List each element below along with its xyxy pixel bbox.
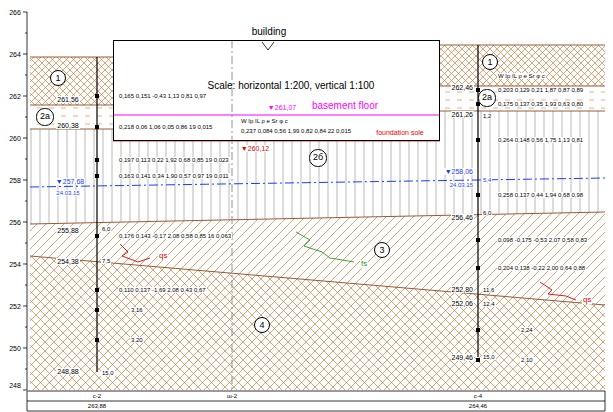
layer-number: 1 xyxy=(482,54,498,70)
axis-value: 256 xyxy=(8,219,22,226)
depth: 15,0 xyxy=(101,370,115,376)
elevation: 261,56 xyxy=(56,96,79,103)
date: 24.03.15 xyxy=(55,190,80,196)
boreholes xyxy=(95,45,480,372)
table-row: 0,203 0,129 0,21 1,87 0,87 0,89 xyxy=(497,87,584,93)
layer-number: 4 xyxy=(254,317,270,333)
layer-fill xyxy=(30,256,605,390)
elevation: 261,26 xyxy=(451,111,474,118)
axis-value: 264 xyxy=(8,51,22,58)
depth: 11,6 xyxy=(482,287,495,293)
curve-name: fs xyxy=(360,260,368,268)
layer-number-text: 3 xyxy=(379,246,384,255)
basement-floor-line xyxy=(113,115,440,116)
foundation-note: foundation sole xyxy=(375,129,424,136)
layer-fill xyxy=(30,105,113,129)
elevation: 262,46 xyxy=(451,84,474,91)
scale-note: Scale: horizontal 1:200, vertical 1:100 xyxy=(208,81,375,91)
elevation: 254,38 xyxy=(56,258,79,265)
layer-number-text: 1 xyxy=(55,74,60,83)
depth: 15,0 xyxy=(482,354,496,360)
axis-value: 262 xyxy=(8,93,22,100)
layer-number-text: 4 xyxy=(259,321,264,330)
depth: 12,4 xyxy=(482,301,496,307)
axis-value: 250 xyxy=(8,345,22,352)
table-row: 2,24 xyxy=(520,327,534,333)
depth: 1,2 xyxy=(482,113,492,119)
borehole-name: c-4 xyxy=(473,393,483,399)
table-row: 0,110 0,137 -1,69 2,08 0,43 0,67 xyxy=(118,287,207,293)
elevation: 260,38 xyxy=(56,122,79,129)
curve-name: qs xyxy=(158,252,168,260)
layer-number-text: 2a xyxy=(40,112,50,121)
elevation: 252,06 xyxy=(451,300,474,307)
elevation: 256,46 xyxy=(451,214,474,221)
layer-number: 3 xyxy=(374,242,390,258)
table-row: 0,176 0,143 -0,17 2,08 0,58 0,85 16 0,06… xyxy=(118,233,232,239)
axis-value: 254 xyxy=(8,261,22,268)
layer-number: 2б xyxy=(309,149,326,166)
section-axis xyxy=(232,40,233,390)
table-row: 0,264 0,148 0,56 1,75 1,13 0,81 xyxy=(497,137,584,143)
table-row: 0,163 0,141 0,34 1,90 0,57 0,97 19 0,011 xyxy=(118,173,230,179)
depth: 6,0 xyxy=(482,210,492,216)
table-row: 0,237 0,084 0,56 1,99 0,82 0,84 22 0,015 xyxy=(240,128,352,134)
table-header: W Ip IL ρ e Sr φ c xyxy=(497,73,546,79)
qs-curve xyxy=(540,282,576,300)
curve-name: qs xyxy=(582,296,592,304)
elevation: 248,88 xyxy=(56,368,79,375)
layer-number-text: 1 xyxy=(487,58,492,67)
building-label: building xyxy=(252,27,286,37)
elevation: 249,46 xyxy=(451,354,474,361)
borehole-name: ш-2 xyxy=(226,393,238,399)
table-row: 2,10 xyxy=(520,357,534,363)
depth: 5,4 xyxy=(482,177,492,183)
elevation: 252,80 xyxy=(451,286,474,293)
table-row: 3,20 xyxy=(130,337,144,343)
table-header: W Ip IL ρ e Sr φ c xyxy=(240,118,289,124)
floor-level: ▼261,07 xyxy=(267,104,297,111)
water-table xyxy=(30,178,605,187)
table-row: 0,218 0,06 1,06 0,05 0,86 19 0,015 xyxy=(118,124,213,130)
depth: 6,0 xyxy=(101,226,111,232)
table-row: 0,098 -0,175 -0,53 2,07 0,58 0,83 xyxy=(497,237,588,243)
axis-value: 260 xyxy=(8,135,22,142)
date: 24.03.15 xyxy=(449,182,474,188)
axis-value: 252 xyxy=(8,303,22,310)
table-row: 0,204 0,138 -0,22 2,00 0,64 0,88 xyxy=(497,265,586,271)
layer-number: 1 xyxy=(50,70,66,86)
axis-value: 248 xyxy=(8,382,22,389)
layer-number: 2a xyxy=(36,108,53,125)
table-row: 0,175 0,137 0,35 1,93 0,63 0,80 xyxy=(497,101,584,107)
fs-curve xyxy=(296,232,354,262)
bottom-table xyxy=(27,391,605,411)
borehole-name: c-2 xyxy=(92,393,102,399)
elevation: 255,88 xyxy=(56,227,79,234)
axis-value: 266 xyxy=(8,9,22,16)
elevation-axis xyxy=(23,12,27,390)
qs-curve xyxy=(120,244,150,262)
layer-fill xyxy=(440,45,605,86)
layer-fill xyxy=(30,57,113,105)
borehole-elevation: 263,88 xyxy=(87,403,107,409)
axis-value: 258 xyxy=(8,177,22,184)
floor-note: basement floor xyxy=(311,101,379,111)
layer-boundaries xyxy=(30,45,605,305)
foundation-level: ▼260,12 xyxy=(240,145,270,152)
layer-fill xyxy=(30,111,605,224)
table-row: 0,258 0,137 0,44 1,94 0,68 0,98 xyxy=(497,192,584,198)
table-row: 3,16 xyxy=(130,307,144,313)
building-mark xyxy=(262,42,274,50)
layer-number-text: 2б xyxy=(313,153,323,162)
table-row: 0,197 0,113 0,22 1,92 0,68 0,85 19 0,023 xyxy=(118,157,230,163)
layer-number-text: 2a xyxy=(482,93,492,102)
table-row: 0,165 0,151 -0,43 1,13 0,81 0,97 xyxy=(118,93,207,99)
borehole-elevation: 264,46 xyxy=(468,403,488,409)
soil-layers xyxy=(30,45,605,390)
layer-number: 2a xyxy=(478,89,495,106)
water-level: ▼258,06 xyxy=(444,168,474,175)
water-level: ▼257,68 xyxy=(55,178,85,185)
depth: 7,5 xyxy=(101,258,111,264)
